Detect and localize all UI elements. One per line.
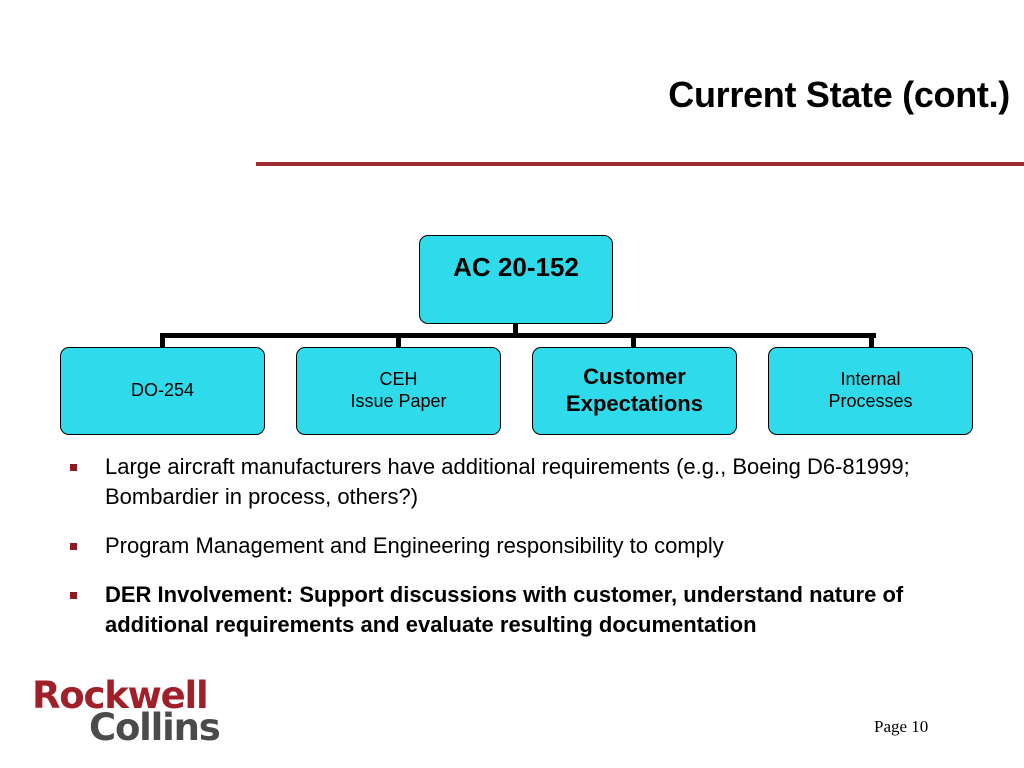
- child-node-label-line2: Processes: [828, 391, 913, 411]
- bullet-text: Program Management and Engineering respo…: [105, 533, 724, 558]
- connector-child-1: [160, 333, 165, 348]
- child-node-label-line1: Internal: [840, 369, 901, 390]
- title-divider: [256, 162, 1024, 166]
- connector-child-3: [631, 333, 636, 348]
- child-node-label-line1: CEH: [379, 369, 418, 390]
- connector-child-2: [396, 333, 401, 348]
- child-node-customer-expectations: Customer Expectations: [532, 347, 737, 435]
- connector-root-stem: [513, 322, 518, 335]
- page-number: Page 10: [874, 717, 929, 736]
- connector-horizontal-bar: [160, 333, 876, 338]
- bullet-item: Large aircraft manufacturers have additi…: [70, 452, 950, 512]
- company-logo: Rockwell Collins: [32, 674, 242, 749]
- square-bullet-icon: [70, 543, 77, 550]
- square-bullet-icon: [70, 464, 77, 471]
- root-node-label: AC 20-152: [453, 252, 579, 282]
- connector-child-4: [869, 333, 874, 348]
- child-node-label-line1: Customer: [583, 364, 686, 390]
- slide-title: Current State (cont.): [668, 74, 1010, 115]
- child-node-do254: DO-254: [60, 347, 265, 435]
- hierarchy-diagram: AC 20-152 DO-254 CEH Issue Paper Custome…: [60, 235, 973, 435]
- child-node-label-line2: Expectations: [566, 391, 703, 416]
- bullet-item: DER Involvement: Support discussions wit…: [70, 580, 950, 640]
- root-node-box: AC 20-152: [419, 235, 613, 324]
- child-node-label: DO-254: [130, 380, 195, 401]
- child-node-label-line2: Issue Paper: [350, 391, 447, 411]
- bullet-text: Large aircraft manufacturers have additi…: [105, 454, 910, 509]
- child-node-internal-processes: Internal Processes: [768, 347, 973, 435]
- bullet-list: Large aircraft manufacturers have additi…: [70, 452, 950, 659]
- logo-line-1: Rockwell: [32, 674, 209, 717]
- square-bullet-icon: [70, 592, 77, 599]
- bullet-text: DER Involvement: Support discussions wit…: [105, 582, 904, 637]
- logo-line-2: Collins: [89, 706, 221, 749]
- bullet-item: Program Management and Engineering respo…: [70, 531, 950, 561]
- child-node-ceh-issue-paper: CEH Issue Paper: [296, 347, 501, 435]
